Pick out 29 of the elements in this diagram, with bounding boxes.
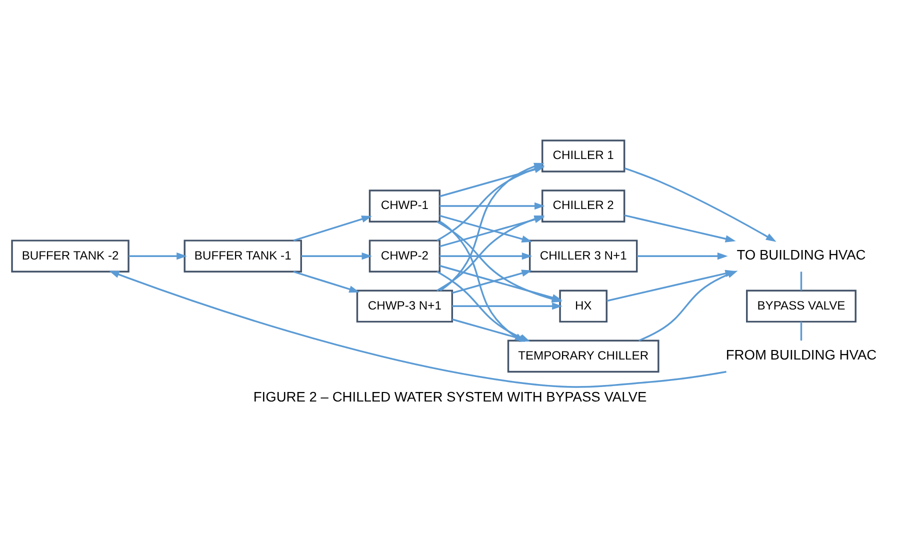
arrow <box>624 168 776 242</box>
node-box: CHILLER 1 <box>541 140 626 172</box>
arrow <box>301 252 372 260</box>
node-text: TO BUILDING HVAC <box>736 247 866 262</box>
node-box: CHWP-1 <box>368 190 440 222</box>
arrow <box>440 202 545 210</box>
arrow <box>440 252 532 260</box>
caption: FIGURE 2 – CHILLED WATER SYSTEM WITH BYPASS VALVE <box>253 390 647 405</box>
arrow <box>637 252 728 260</box>
node-text: FROM BUILDING HVAC <box>726 347 877 362</box>
node-box: HX <box>559 290 608 323</box>
arrow <box>293 216 372 242</box>
node-box: BYPASS VALVE <box>746 290 856 323</box>
node-box: CHILLER 2 <box>541 190 626 222</box>
arrow <box>128 252 187 260</box>
node-box: BUFFER TANK -1 <box>184 240 302 272</box>
arrow <box>293 270 360 293</box>
arrow <box>108 270 726 388</box>
arrow <box>624 214 736 242</box>
connector <box>800 322 802 341</box>
connector <box>800 272 802 291</box>
node-box: TEMPORARY CHILLER <box>507 340 660 373</box>
node-box: BUFFER TANK -2 <box>11 240 130 272</box>
arrow <box>452 270 532 294</box>
arrow <box>452 302 562 310</box>
node-box: CHWP-3 N+1 <box>356 290 454 323</box>
arrow <box>439 214 532 243</box>
node-box: CHILLER 3 N+1 <box>528 240 638 272</box>
node-box: CHWP-2 <box>368 240 440 272</box>
